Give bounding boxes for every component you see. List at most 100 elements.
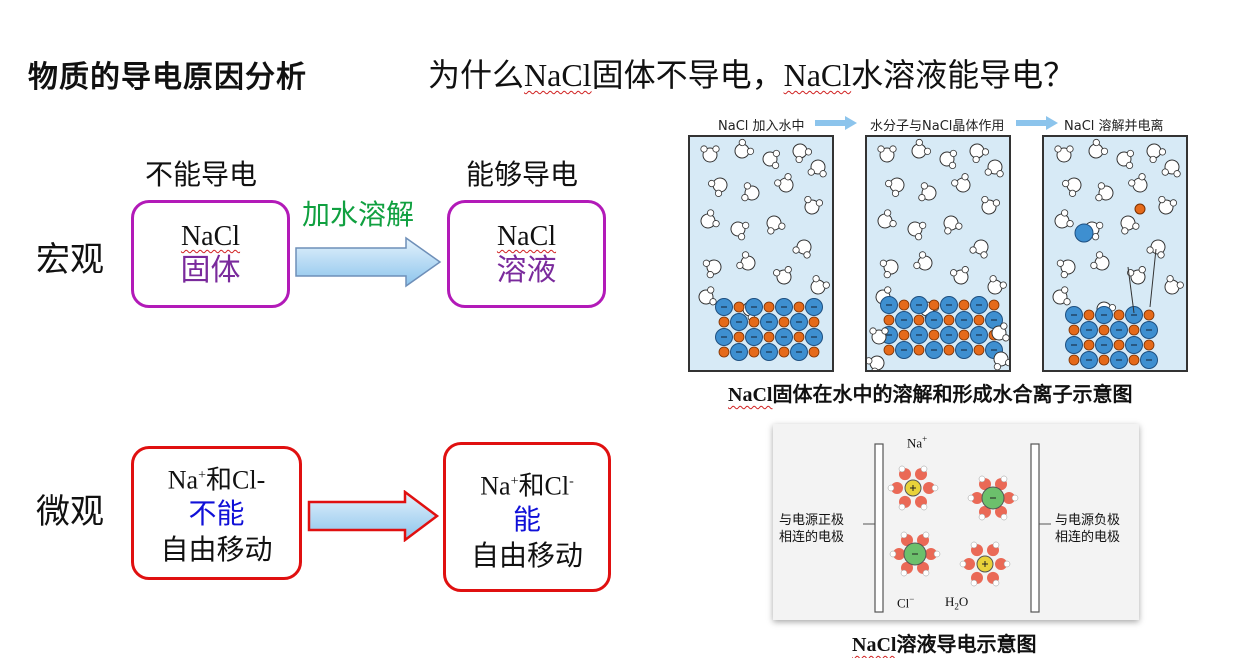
- na-ion: [733, 301, 745, 313]
- water-molecule: [911, 138, 932, 159]
- water-molecule: [913, 251, 933, 271]
- nacl-solid-box: NaCl 固体: [131, 200, 290, 308]
- water-molecule: [766, 215, 786, 235]
- water-molecule: [773, 266, 792, 285]
- water-molecule: [1054, 145, 1074, 163]
- micro-row-label: 微观: [36, 492, 104, 532]
- water-molecule: [981, 195, 1001, 215]
- water-molecule: [984, 159, 1004, 178]
- water-molecule: [700, 209, 720, 229]
- nacl-solid-formula: NaCl: [180, 221, 241, 252]
- na-ion: [718, 316, 730, 328]
- water-molecule: [877, 209, 897, 229]
- water-molecule: [939, 149, 958, 170]
- na-ion: [928, 329, 940, 341]
- hydrated-ion: [967, 475, 1019, 521]
- ions-fixed-cannot: 不能: [188, 496, 245, 530]
- nacl-solid-state: 固体: [180, 253, 241, 288]
- step3-caption: NaCl 溶解并电离: [1064, 119, 1164, 134]
- water-molecule: [879, 259, 899, 279]
- ions-free-can: 能: [512, 502, 541, 536]
- na-ion: [748, 316, 760, 328]
- water-molecule: [792, 239, 812, 259]
- dissolve-arrow: [295, 236, 442, 288]
- micro-arrow: [307, 490, 440, 542]
- na-ion: [1068, 354, 1080, 366]
- hydrated-ion: [959, 541, 1011, 587]
- na-ion: [1098, 324, 1110, 336]
- na-ion: [733, 331, 745, 343]
- water-molecule: [734, 138, 755, 159]
- na-ion: [913, 344, 925, 356]
- step-arrow-1: [815, 116, 857, 130]
- hydrated-ion: [889, 531, 941, 577]
- na-ion: [898, 299, 910, 311]
- water-molecule: [1054, 209, 1074, 229]
- na-ion: [928, 299, 940, 311]
- na-ion: [1083, 339, 1095, 351]
- water-molecule: [907, 221, 927, 241]
- hydrated-cl-ion: [1074, 223, 1094, 243]
- na-ion: [973, 314, 985, 326]
- water-molecule: [804, 195, 824, 215]
- hydrated-ion: [887, 465, 939, 511]
- water-molecule: [1052, 286, 1071, 306]
- positive-electrode-label: 与电源正极相连的电极: [779, 513, 845, 545]
- water-molecule: [969, 143, 990, 164]
- na-ion: [1128, 354, 1140, 366]
- na-ion: [898, 329, 910, 341]
- section-title: 物质的导电原因分析: [28, 60, 307, 95]
- question-title: 为什么NaCl固体不导电，NaCl水溶液能导电？: [428, 50, 1075, 96]
- water-molecule: [987, 275, 1007, 295]
- water-molecule: [1062, 177, 1082, 197]
- water-molecule: [698, 286, 717, 306]
- na-ion: [1113, 309, 1125, 321]
- macro-left-heading: 不能导电: [145, 158, 258, 191]
- na-ion: [883, 314, 895, 326]
- water-molecule: [877, 145, 897, 163]
- step1-caption: NaCl 加入水中: [718, 119, 805, 134]
- na-ion: [793, 301, 805, 313]
- step2-caption: 水分子与NaCl晶体作用: [870, 119, 1005, 134]
- ions-free-move: 自由移动: [470, 538, 583, 572]
- water-molecule: [991, 322, 1009, 342]
- water-molecule: [762, 149, 781, 170]
- na-ion-label: Na+: [907, 434, 928, 451]
- nacl-solution-box: NaCl 溶液: [447, 200, 606, 308]
- na-ion: [1143, 309, 1155, 321]
- step3-beaker: [1042, 135, 1188, 372]
- water-molecule: [741, 182, 760, 202]
- na-ion: [793, 331, 805, 343]
- water-molecule: [1146, 239, 1166, 259]
- water-molecule: [792, 143, 813, 164]
- water-molecule: [1090, 251, 1110, 271]
- water-molecule: [708, 177, 728, 197]
- na-ion: [958, 329, 970, 341]
- na-ion: [763, 331, 775, 343]
- ions-free-box: Na+和Cl- 能 自由移动: [443, 442, 611, 592]
- macro-right-heading: 能够导电: [466, 158, 579, 191]
- question-nacl-1: NaCl: [524, 57, 592, 93]
- na-ion: [763, 301, 775, 313]
- dissolution-caption: NaCl固体在水中的溶解和形成水合离子示意图: [728, 382, 1133, 406]
- na-ion: [958, 299, 970, 311]
- na-ion: [808, 316, 820, 328]
- water-molecule: [1146, 143, 1167, 164]
- water-molecule: [730, 221, 750, 241]
- na-ion: [1128, 324, 1140, 336]
- water-molecule: [943, 215, 963, 235]
- motion-arrow: [1149, 248, 1157, 308]
- water-molecule: [736, 251, 756, 271]
- water-molecule: [1161, 159, 1181, 178]
- na-ion: [748, 346, 760, 358]
- water-molecule: [1056, 259, 1076, 279]
- water-molecule: [867, 355, 885, 370]
- na-ion: [1113, 339, 1125, 351]
- ions-free-formula: Na+和Cl-: [480, 471, 574, 502]
- water-molecule: [951, 173, 971, 193]
- cl-ion-label: Cl−: [897, 594, 915, 611]
- na-ion: [988, 299, 1000, 311]
- na-ion: [1083, 309, 1095, 321]
- na-ion: [778, 346, 790, 358]
- water-molecule: [1127, 266, 1146, 285]
